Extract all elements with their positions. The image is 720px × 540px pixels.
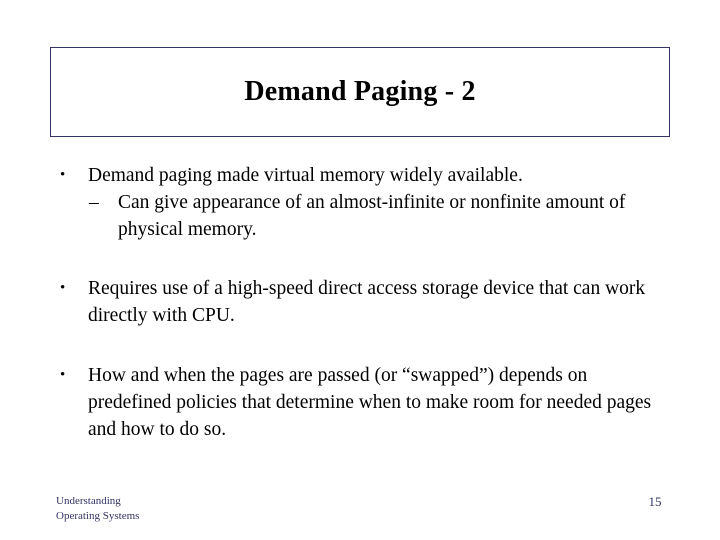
page-number: 15 bbox=[648, 494, 662, 509]
content-block: • Demand paging made virtual memory wide… bbox=[50, 162, 670, 243]
page-title: Demand Paging - 2 bbox=[244, 75, 476, 107]
bullet-item: • Demand paging made virtual memory wide… bbox=[50, 162, 670, 189]
slide-body: • Demand paging made virtual memory wide… bbox=[50, 160, 670, 443]
content-block: • How and when the pages are passed (or … bbox=[50, 362, 670, 443]
bullet-item: • Requires use of a high-speed direct ac… bbox=[50, 275, 670, 329]
sub-bullet-dash-icon: – bbox=[89, 192, 99, 213]
bullet-dot-icon: • bbox=[60, 367, 66, 383]
bullet-dot-icon: • bbox=[60, 280, 66, 296]
bullet-dot-icon: • bbox=[60, 167, 66, 183]
bullet-item: • How and when the pages are passed (or … bbox=[50, 362, 670, 443]
title-box: Demand Paging - 2 bbox=[50, 47, 670, 137]
sub-bullet-item: – Can give appearance of an almost-infin… bbox=[50, 189, 670, 243]
bullet-text: Demand paging made virtual memory widely… bbox=[88, 165, 523, 186]
footer-source: Understanding Operating Systems bbox=[56, 494, 139, 524]
footer-line-2: Operating Systems bbox=[56, 510, 140, 522]
content-block: • Requires use of a high-speed direct ac… bbox=[50, 275, 670, 329]
bullet-text: Requires use of a high-speed direct acce… bbox=[88, 278, 646, 326]
sub-bullet-text: Can give appearance of an almost-infinit… bbox=[118, 192, 626, 240]
footer-line-1: Understanding bbox=[56, 495, 121, 507]
bullet-text: How and when the pages are passed (or “s… bbox=[88, 365, 652, 440]
